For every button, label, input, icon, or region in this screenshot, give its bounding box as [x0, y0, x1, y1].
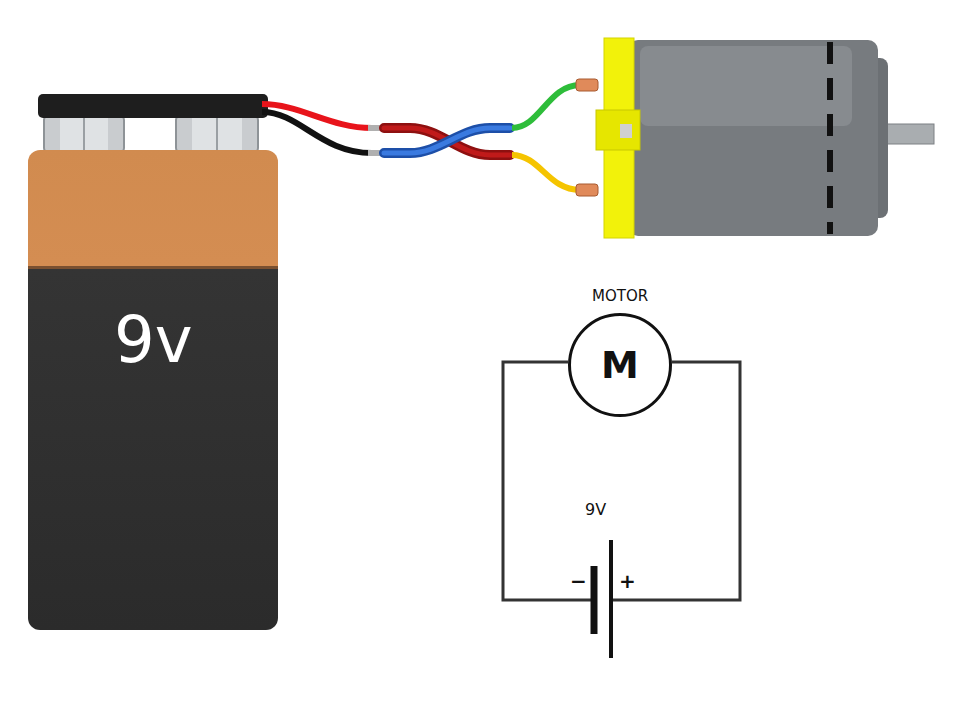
- battery-label: 9v: [114, 303, 193, 377]
- terminal: [576, 79, 598, 91]
- terminal: [576, 184, 598, 196]
- battery-snap: [38, 94, 268, 118]
- motor-letter: M: [601, 343, 639, 387]
- motor-label: MOTOR: [592, 287, 648, 305]
- battery-symbol: [594, 540, 611, 658]
- black-wire: [262, 112, 372, 153]
- yellow-wire: [512, 155, 580, 190]
- motor-illustration: [596, 38, 934, 238]
- blue-connector: [384, 128, 510, 153]
- green-wire: [512, 85, 580, 128]
- battery-body: 9v: [28, 150, 278, 630]
- red-connector: [384, 128, 510, 155]
- polarity-sign: +: [619, 569, 636, 593]
- polarity-sign: −: [570, 569, 587, 593]
- battery-terminals: [44, 116, 258, 152]
- voltage-label: 9V: [585, 500, 606, 519]
- motor-symbol: MOTORM: [568, 313, 672, 417]
